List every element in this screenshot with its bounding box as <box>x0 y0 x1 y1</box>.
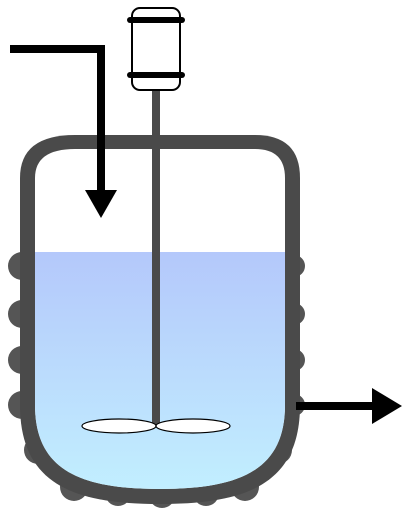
outlet-arrowhead <box>372 388 402 424</box>
arrow-right-icon <box>296 388 402 424</box>
motor-body <box>131 7 181 91</box>
motor-icon <box>127 7 185 91</box>
outlet-line <box>296 402 376 410</box>
motor-band-bottom <box>127 72 185 78</box>
impeller-blade-right <box>155 418 231 434</box>
impeller <box>81 418 231 434</box>
impeller-blade-left <box>81 418 157 434</box>
arrow-down-icon <box>10 45 117 218</box>
motor-band-top <box>127 17 185 23</box>
inlet-line-horizontal <box>10 45 105 53</box>
inlet-line-vertical <box>97 45 105 195</box>
inlet-arrowhead <box>85 190 117 218</box>
agitator-shaft <box>152 88 160 425</box>
